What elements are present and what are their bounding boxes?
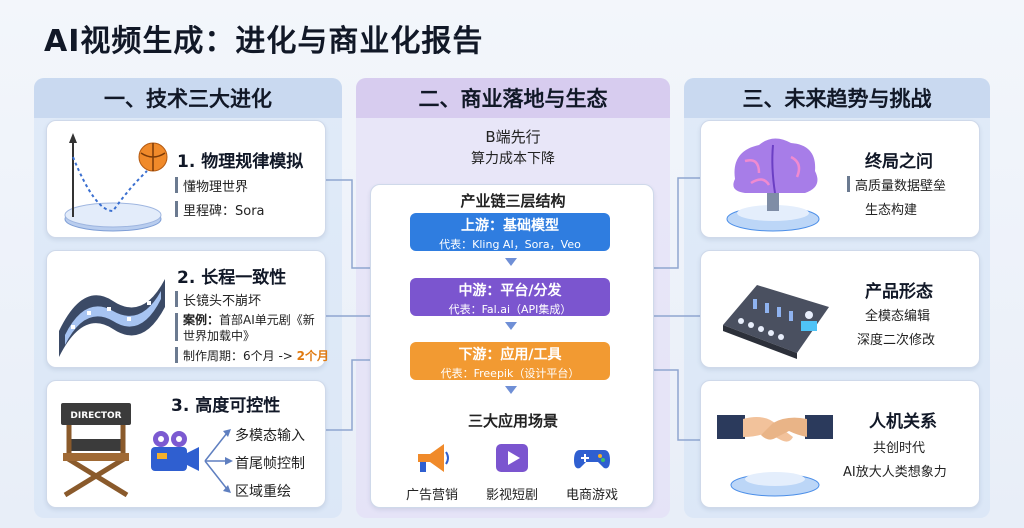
- card-physics: 1. 物理规律模拟 懂物理世界 里程碑：Sora: [46, 120, 326, 238]
- upstream-title: 上游：基础模型: [461, 218, 559, 234]
- brain-icon: [726, 138, 820, 232]
- megaphone-icon: [418, 444, 449, 472]
- column-header-tech: 一、技术三大进化: [34, 78, 342, 118]
- down-arrow: [505, 322, 517, 330]
- card-human-ai-title: 人机关系: [869, 412, 937, 432]
- cycle-from: 6个月 ->: [243, 349, 297, 363]
- human-ai-line-1: 共创时代: [873, 441, 926, 456]
- upstream-rep: 代表：Kling AI，Sora，Veo: [439, 238, 581, 251]
- control-item-2: 首尾帧控制: [235, 456, 305, 472]
- bullet-bar: [175, 313, 178, 341]
- bouncing-ball-icon: [64, 133, 168, 232]
- card-consistency-title: 2. 长程一致性: [177, 268, 287, 288]
- midstream-title: 中游：平台/分发: [458, 283, 562, 299]
- control-item-1: 多模态输入: [235, 428, 305, 444]
- compute-cost-down: 算力成本下降: [471, 151, 555, 167]
- structure-title: 产业链三层结构: [460, 192, 566, 210]
- scenario-advertising: 广告营销: [392, 438, 472, 503]
- cycle-label: 制作周期：: [183, 349, 244, 363]
- consistency-line-1: 长镜头不崩坏: [183, 294, 262, 309]
- down-arrow: [505, 258, 517, 266]
- card-human-ai: 人机关系 共创时代 AI放大人类想象力: [700, 380, 980, 508]
- upstream-layer: 上游：基础模型 代表：Kling AI，Sora，Veo: [410, 213, 610, 251]
- scenario-film: 影视短剧: [472, 438, 552, 503]
- bullet-bar: [175, 201, 178, 217]
- cycle-to: 2个月: [296, 349, 330, 363]
- card-product-form: 产品形态 全模态编辑 深度二次修改: [700, 250, 980, 368]
- endgame-line-1: 高质量数据壁垒: [855, 179, 947, 194]
- control-item-3: 区域重绘: [235, 484, 291, 500]
- bullet-bar: [175, 291, 178, 307]
- midstream-layer: 中游：平台/分发 代表：Fal.ai（API集成）: [410, 278, 610, 316]
- film-strip-icon: [59, 279, 165, 357]
- page-title: AI视频生成：进化与商业化报告: [44, 24, 484, 59]
- director-board-text: DIRECTOR: [70, 411, 121, 421]
- product-line-2: 深度二次修改: [857, 333, 936, 348]
- card-product-form-title: 产品形态: [865, 282, 933, 302]
- scenario-ecommerce-label: 电商游戏: [565, 488, 618, 503]
- column-header-commerce: 二、商业落地与生态: [356, 78, 670, 118]
- downstream-layer: 下游：应用/工具 代表：Freepik（设计平台）: [410, 342, 610, 380]
- video-camera-icon: [151, 431, 199, 471]
- endgame-line-2: 生态构建: [865, 203, 918, 218]
- card-control: DIRECTOR 3. 高度可控性 多模态输入 首尾帧控制 区域重绘: [46, 380, 326, 508]
- video-play-icon: [496, 444, 528, 472]
- case-text-1: 首部AI单元剧《新: [219, 313, 315, 327]
- case-line-1: 案例：首部AI单元剧《新: [183, 311, 315, 328]
- card-physics-title: 1. 物理规律模拟: [177, 152, 304, 172]
- bullet-bar: [175, 177, 178, 193]
- scenarios-title: 三大应用场景: [467, 412, 558, 430]
- handshake-icon: [717, 415, 833, 497]
- product-line-1: 全模态编辑: [865, 309, 931, 324]
- bullet-bar: [175, 347, 178, 363]
- b-side-first: B端先行: [485, 128, 541, 146]
- case-text-2: 世界加载中》: [183, 329, 256, 343]
- card-endgame-title: 终局之问: [865, 152, 933, 172]
- cycle-line: 制作周期：6个月 -> 2个月: [183, 347, 329, 364]
- card-consistency: 2. 长程一致性 长镜头不崩坏 案例：首部AI单元剧《新 世界加载中》 制作周期…: [46, 250, 329, 368]
- human-ai-line-2: AI放大人类想象力: [843, 465, 947, 480]
- bullet-bar: [847, 176, 850, 192]
- down-arrow: [505, 386, 517, 394]
- branch-arrows-icon: [204, 429, 233, 493]
- card-endgame: 终局之问 高质量数据壁垒 生态构建: [700, 120, 980, 238]
- scenario-advertising-label: 广告营销: [405, 488, 458, 503]
- case-label: 案例：: [183, 313, 220, 327]
- scenario-film-label: 影视短剧: [485, 488, 538, 503]
- director-chair-icon: DIRECTOR: [61, 403, 131, 498]
- midstream-rep: 代表：Fal.ai（API集成）: [448, 303, 572, 316]
- downstream-rep: 代表：Freepik（设计平台）: [440, 367, 580, 380]
- scenario-ecommerce: 电商游戏: [552, 438, 632, 503]
- physics-line-1: 懂物理世界: [183, 180, 249, 195]
- column-header-future: 三、未来趋势与挑战: [684, 78, 990, 118]
- downstream-title: 下游：应用/工具: [458, 347, 562, 363]
- card-control-title: 3. 高度可控性: [171, 396, 281, 416]
- mixing-console-icon: [723, 285, 829, 359]
- gamepad-icon: [574, 450, 610, 469]
- physics-line-2: 里程碑：Sora: [183, 204, 265, 219]
